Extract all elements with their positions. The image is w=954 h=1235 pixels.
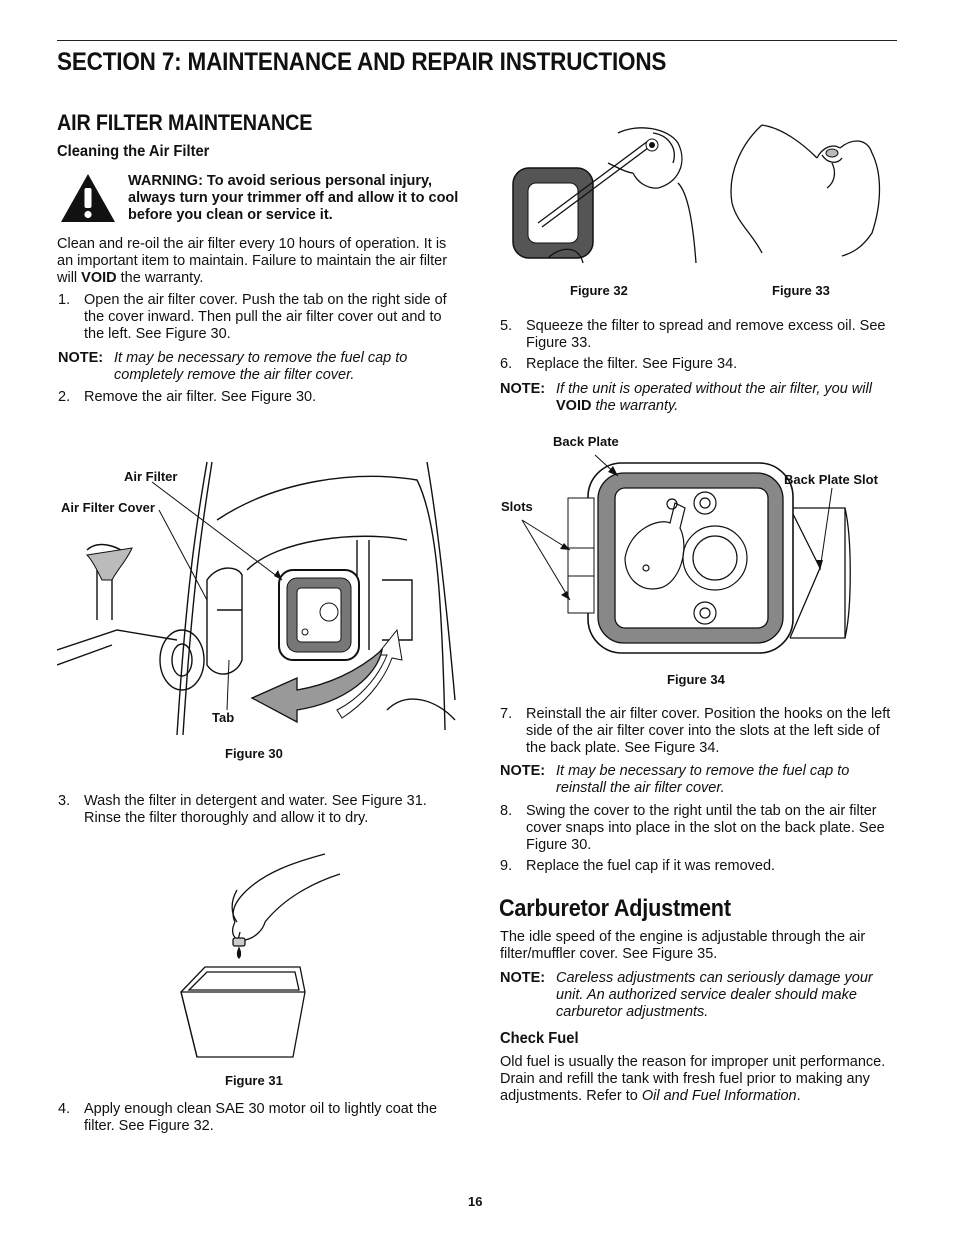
note-3: NOTE: It may be necessary to remove the … (500, 763, 850, 796)
figure-34-caption: Figure 34 (667, 672, 725, 687)
note-1: NOTE: It may be necessary to remove the … (58, 350, 408, 383)
warning-triangle-icon (61, 174, 115, 222)
figure-30-caption: Figure 30 (225, 746, 283, 761)
carburetor-title: Carburetor Adjustment (499, 895, 731, 922)
figure-30-illustration (57, 461, 456, 735)
figure-31-caption: Figure 31 (225, 1073, 283, 1088)
figure-32-illustration (512, 127, 697, 264)
carburetor-intro: The idle speed of the engine is adjustab… (500, 929, 866, 962)
check-fuel-paragraph: Old fuel is usually the reason for impro… (500, 1054, 886, 1104)
label-back-plate: Back Plate (553, 434, 619, 449)
figure-33-illustration (730, 124, 881, 257)
figure-34-illustration (521, 454, 851, 654)
warning-text: WARNING: To avoid serious personal injur… (128, 173, 459, 223)
step-3: 3. Wash the filter in detergent and wate… (58, 793, 427, 826)
label-air-filter: Air Filter (124, 469, 178, 484)
step-9: 9. Replace the fuel cap if it was remove… (500, 858, 776, 874)
step-1: 1. Open the air filter cover. Push the t… (58, 292, 447, 342)
note-2: NOTE: If the unit is operated without th… (500, 381, 872, 414)
figure-31-illustration (180, 853, 341, 1058)
label-back-plate-slot: Back Plate Slot (784, 472, 878, 487)
air-filter-title: AIR FILTER MAINTENANCE (57, 110, 313, 135)
check-fuel-title: Check Fuel (500, 1030, 579, 1047)
page-number: 16 (468, 1194, 483, 1209)
label-tab: Tab (212, 710, 235, 725)
cleaning-subtitle: Cleaning the Air Filter (57, 143, 210, 160)
note-4: NOTE: Careless adjustments can seriously… (500, 970, 873, 1020)
step-4: 4. Apply enough clean SAE 30 motor oil t… (58, 1101, 438, 1134)
figure-32-caption: Figure 32 (570, 283, 628, 298)
step-6: 6. Replace the filter. See Figure 34. (500, 356, 738, 372)
figure-33-caption: Figure 33 (772, 283, 830, 298)
step-2: 2. Remove the air filter. See Figure 30. (58, 389, 317, 405)
section-title: SECTION 7: MAINTENANCE AND REPAIR INSTRU… (57, 48, 667, 76)
header-rule (57, 40, 897, 41)
step-7: 7. Reinstall the air filter cover. Posit… (500, 706, 891, 756)
label-slots: Slots (501, 499, 533, 514)
step-5: 5. Squeeze the filter to spread and remo… (500, 318, 886, 351)
intro-paragraph: Clean and re-oil the air filter every 10… (57, 236, 448, 286)
label-air-filter-cover: Air Filter Cover (61, 500, 155, 515)
step-8: 8. Swing the cover to the right until th… (500, 803, 885, 853)
